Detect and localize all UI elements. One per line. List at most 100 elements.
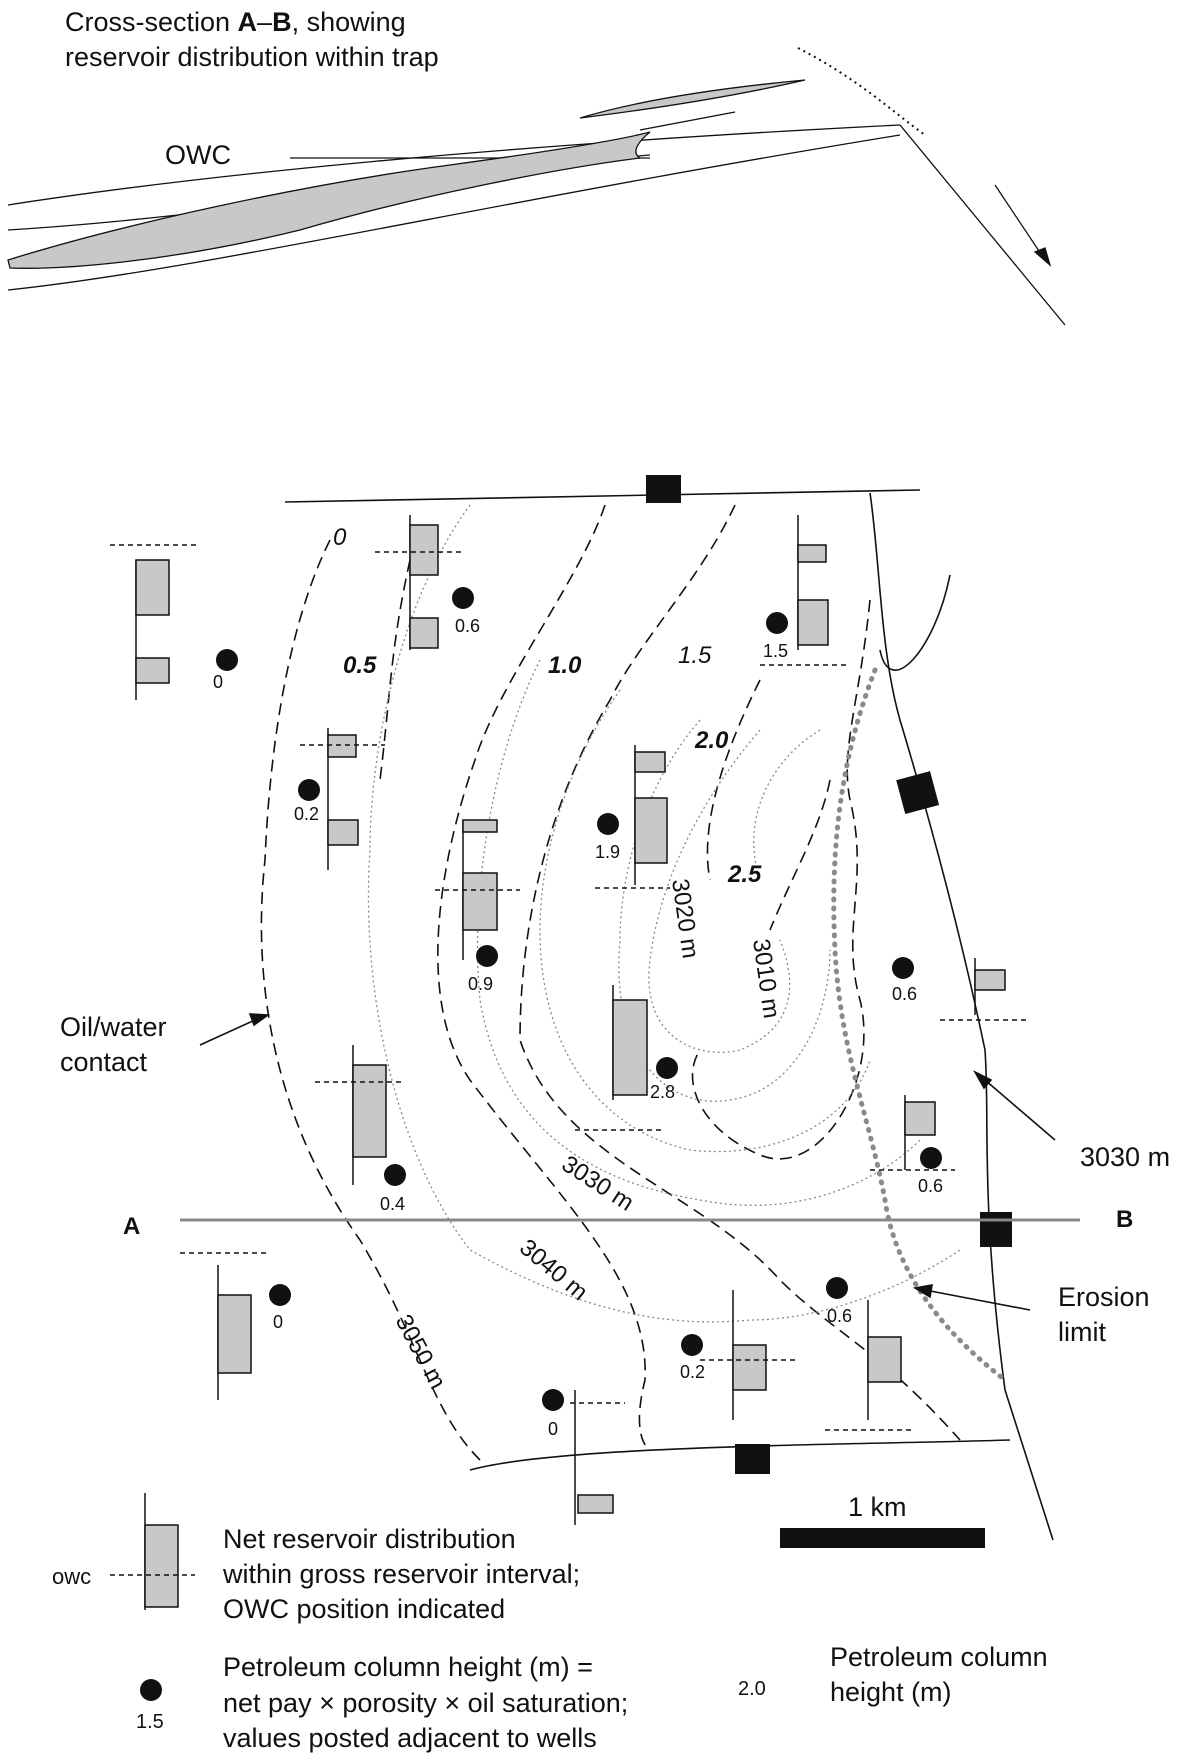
well-dot — [766, 612, 788, 634]
well-dot — [826, 1277, 848, 1299]
well-log — [435, 819, 520, 960]
fault-arrowhead — [1033, 247, 1052, 267]
well-values: 0.6 0 1.5 0.2 1.9 0.9 0.6 2.8 0.4 0.6 0 … — [213, 616, 943, 1439]
fault-arrow — [994, 184, 1046, 261]
contour-label: 1.0 — [548, 652, 582, 679]
depth-inner — [753, 729, 821, 881]
well-dot — [542, 1389, 564, 1411]
section-top-boundary — [7, 124, 901, 206]
contour-05 — [379, 559, 411, 781]
title-b: B — [272, 7, 292, 37]
legend-column-line1: Petroleum column height (m) = — [223, 1652, 593, 1682]
well-value: 0.6 — [827, 1306, 852, 1326]
contour-0 — [260, 539, 481, 1461]
well-log — [375, 515, 465, 650]
well-value: 2.8 — [650, 1082, 675, 1102]
point-a-label: A — [123, 1213, 141, 1240]
oil-water-contact-line1: Oil/water — [60, 1012, 167, 1042]
well-value: 0 — [213, 672, 223, 692]
legend-column-line3: values posted adjacent to wells — [223, 1723, 597, 1753]
column-contours — [260, 504, 961, 1461]
erosion-limit-line1: Erosion — [1058, 1282, 1150, 1312]
fault-line — [899, 124, 1066, 326]
contour-25 — [769, 779, 831, 931]
owc-label: OWC — [165, 140, 231, 170]
legend-contour-line1: Petroleum column — [830, 1642, 1048, 1672]
well-log — [180, 1252, 270, 1400]
title-suffix: , showing — [291, 7, 406, 37]
contour-20 — [706, 679, 761, 881]
legend-owc-tag: owc — [52, 1564, 92, 1589]
well-dot — [892, 957, 914, 979]
depth-label: 3040 m — [514, 1234, 593, 1306]
reservoir-lens-main — [7, 131, 651, 269]
well-dot — [269, 1284, 291, 1306]
well-value: 0.2 — [294, 804, 319, 824]
title-a: A — [237, 7, 258, 37]
legend-contour-line2: height (m) — [830, 1677, 952, 1707]
scale-label: 1 km — [848, 1492, 907, 1522]
legend-graphics — [110, 1493, 195, 1701]
fault-depth-label: 3030 m — [1080, 1142, 1171, 1172]
well-log — [575, 985, 665, 1131]
well-value: 0.6 — [455, 616, 480, 636]
legend-reservoir-box — [144, 1524, 179, 1608]
depth-label: 3010 m — [747, 937, 785, 1020]
well-logs — [110, 515, 1030, 1525]
well-dot — [452, 587, 474, 609]
depth-label: 3030 m — [557, 1150, 639, 1216]
contour-label: 2.5 — [727, 861, 762, 888]
cross-section — [7, 47, 1066, 326]
legend-reservoir-line3: OWC position indicated — [223, 1594, 506, 1624]
well-log — [870, 1095, 955, 1171]
well-value: 0 — [548, 1419, 558, 1439]
erosion-limit — [831, 667, 1008, 1383]
erosion-limit-line2: limit — [1058, 1317, 1106, 1347]
map-boundaries — [284, 489, 1054, 1541]
fault-trace — [797, 47, 926, 136]
depth-3020 — [618, 719, 831, 1102]
scale-bar — [780, 1528, 985, 1548]
depth-label: 3050 m — [390, 1310, 451, 1393]
legend-reservoir-line1: Net reservoir distribution — [223, 1524, 516, 1554]
title-text: Cross-section — [65, 7, 238, 37]
north-boundary — [284, 489, 921, 503]
fault-block-north — [646, 475, 681, 503]
legend-well-dot — [140, 1679, 162, 1701]
well-log — [315, 1045, 405, 1185]
section-bottom-boundary — [7, 134, 901, 291]
well-log — [940, 958, 1030, 1021]
fault-north-stub — [879, 574, 951, 671]
well-log — [110, 544, 200, 700]
well-log — [595, 745, 670, 889]
well-dots — [216, 587, 942, 1411]
depth-3030 — [539, 689, 871, 1153]
well-log — [300, 728, 385, 870]
well-dot — [597, 813, 619, 835]
well-dot — [216, 649, 238, 671]
well-dot — [656, 1057, 678, 1079]
well-value: 0.6 — [892, 984, 917, 1004]
annotation-arrows — [199, 1013, 1056, 1311]
south-boundary — [469, 1439, 1011, 1471]
legend-well-sample: 1.5 — [136, 1711, 164, 1733]
well-value: 0.6 — [918, 1176, 943, 1196]
title-dash: – — [257, 7, 273, 37]
well-dot — [476, 945, 498, 967]
legend-reservoir-line2: within gross reservoir interval; — [223, 1559, 581, 1589]
well-log — [700, 1290, 795, 1420]
well-value: 0.4 — [380, 1194, 405, 1214]
fault-block-south — [735, 1444, 770, 1474]
legend-column-line2: net pay × porosity × oil saturation; — [223, 1688, 629, 1718]
legend-contour-sample: 2.0 — [738, 1678, 766, 1700]
contour-labels: 0 0.5 1.0 1.5 2.0 2.5 3020 m 3010 m 3030… — [333, 524, 785, 1394]
reservoir-lens-upper — [579, 79, 806, 119]
well-log — [570, 1390, 625, 1525]
contour-east — [691, 599, 871, 1160]
point-b-label: B — [1116, 1206, 1134, 1233]
section-subtitle: reservoir distribution within trap — [65, 42, 439, 72]
section-title: Cross-section A–B, showing — [65, 5, 406, 39]
well-value: 0 — [273, 1312, 283, 1332]
well-value: 0.2 — [680, 1362, 705, 1382]
